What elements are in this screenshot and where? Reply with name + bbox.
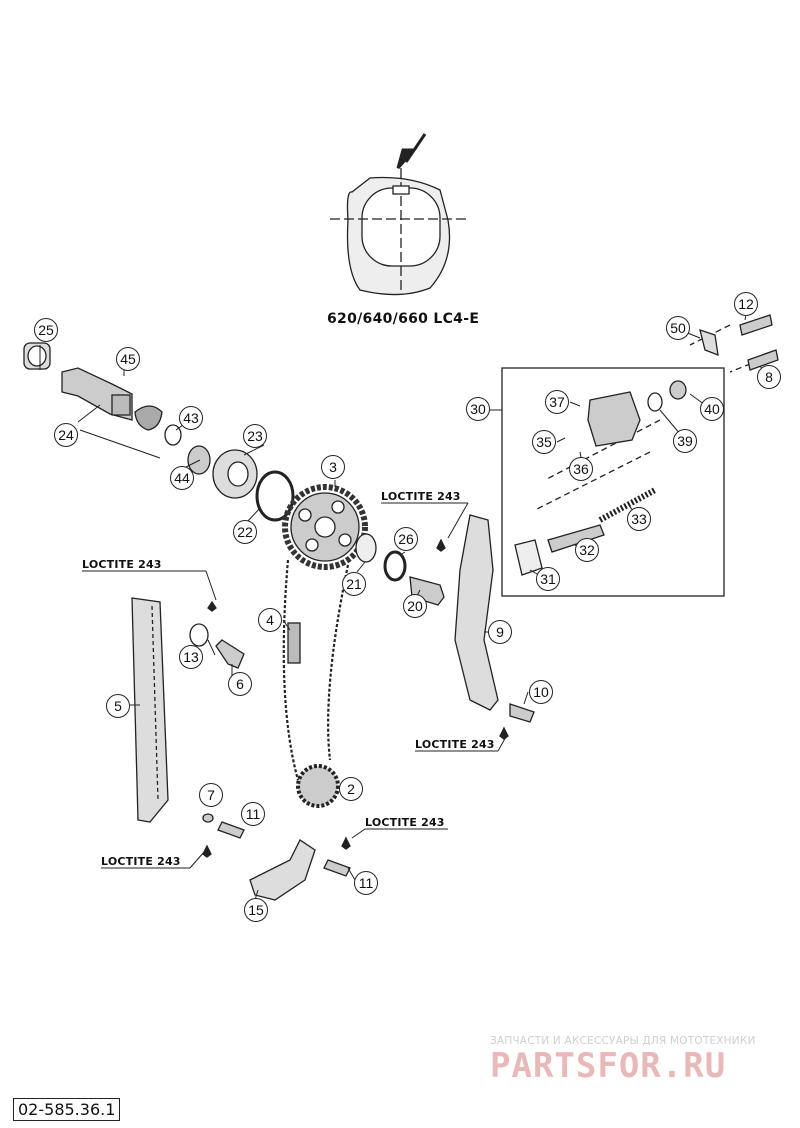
bolt-32-drawing: [547, 524, 605, 553]
part-callout: 40: [700, 397, 724, 421]
loctite-label: LOCTITE 243: [82, 558, 162, 571]
screw-8-drawing: [747, 349, 779, 371]
part-callout: 11: [241, 802, 265, 826]
part-callout: 7: [199, 783, 223, 807]
lock-washer-26-drawing: [383, 550, 407, 582]
part-callout: 6: [228, 672, 252, 696]
part-callout: 21: [342, 572, 366, 596]
plug-40-drawing: [669, 380, 687, 400]
part-callout: 24: [54, 423, 78, 447]
document-number: 02-585.36.1: [13, 1098, 121, 1121]
part-callout: 43: [179, 406, 203, 430]
part-callout: 36: [569, 457, 593, 481]
part-callout: 12: [734, 292, 758, 316]
watermark-logo: PARTSFOR.RU: [490, 1046, 727, 1086]
timing-chain-drawing: [282, 559, 350, 781]
tensioner-assembly-frame: [501, 367, 725, 597]
part-callout: 30: [466, 397, 490, 421]
bracket-50-drawing: [699, 329, 719, 357]
tensioner-body-drawing: [587, 391, 641, 447]
arrow-icon: [396, 133, 427, 169]
chain-link-4-drawing: [287, 622, 301, 664]
part-callout: 9: [488, 620, 512, 644]
part-callout: 26: [394, 527, 418, 551]
washer-13-drawing: [189, 623, 209, 647]
part-callout: 25: [34, 318, 58, 342]
guide-rail-drawing: [131, 597, 169, 823]
screw-11-lower-drawing: [323, 859, 351, 877]
part-callout: 20: [403, 594, 427, 618]
bolt-6-drawing: [215, 639, 245, 669]
bolt-10-drawing: [509, 703, 535, 723]
part-callout: 35: [532, 430, 556, 454]
camshaft-sprocket-drawing: [282, 484, 368, 570]
part-callout: 22: [233, 520, 257, 544]
spring-33-drawing: [598, 487, 657, 523]
timing-mark-detail-drawing: [330, 168, 470, 296]
part-callout: 15: [244, 898, 268, 922]
part-callout: 8: [757, 365, 781, 389]
part-callout: 37: [545, 390, 569, 414]
part-callout: 2: [339, 777, 363, 801]
part-callout: 23: [243, 424, 267, 448]
screw-11-upper-drawing: [217, 821, 245, 839]
part-callout: 10: [529, 680, 553, 704]
gasket-31-drawing: [514, 539, 543, 576]
part-callout: 39: [673, 429, 697, 453]
loctite-label: LOCTITE 243: [101, 855, 181, 868]
washer-21-drawing: [355, 533, 377, 563]
loctite-label: LOCTITE 243: [415, 738, 495, 751]
part-callout: 50: [666, 316, 690, 340]
model-label: 620/640/660 LC4-E: [327, 311, 480, 327]
watermark-tagline: ЗАПЧАСТИ И АКСЕССУАРЫ ДЛЯ МОТОТЕХНИКИ: [490, 1035, 756, 1047]
part-callout: 4: [258, 608, 282, 632]
camshaft-drawing: [23, 342, 295, 522]
part-callout: 5: [106, 694, 130, 718]
seal-39-drawing: [647, 392, 663, 412]
tensioner-rail-drawing: [454, 514, 499, 711]
loctite-label: LOCTITE 243: [381, 490, 461, 503]
part-callout: 32: [575, 538, 599, 562]
part-callout: 13: [179, 645, 203, 669]
part-callout: 45: [116, 347, 140, 371]
crank-sprocket-drawing: [296, 764, 340, 808]
part-callout: 3: [321, 455, 345, 479]
guide-15-drawing: [249, 839, 316, 901]
loctite-label: LOCTITE 243: [365, 816, 445, 829]
part-callout: 11: [354, 871, 378, 895]
part-callout: 33: [627, 507, 651, 531]
bushing-7-drawing: [202, 813, 214, 823]
part-callout: 44: [170, 466, 194, 490]
screw-12-drawing: [739, 314, 773, 336]
part-callout: 31: [536, 567, 560, 591]
